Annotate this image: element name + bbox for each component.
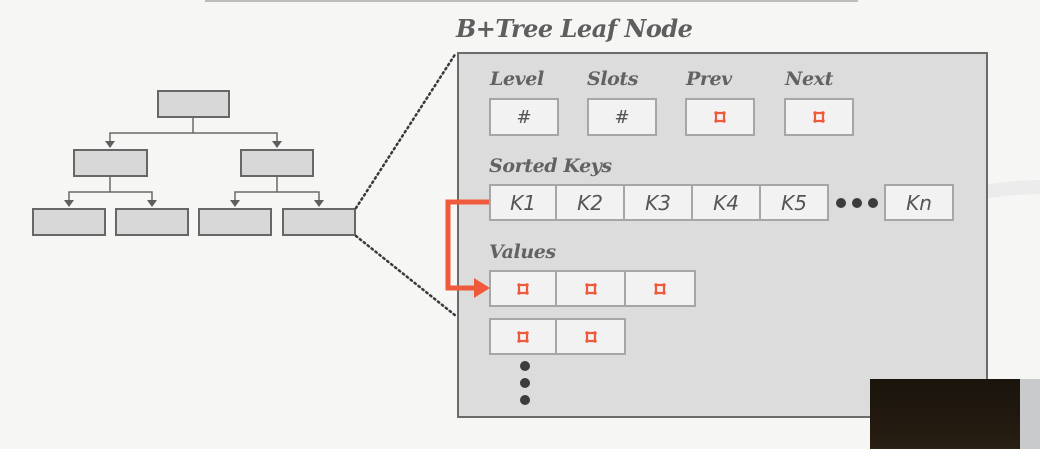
sorted-keys-label: Sorted Keys (489, 155, 612, 177)
prev-cell (685, 98, 755, 136)
level-cell: # (489, 98, 559, 136)
tree-inner-node-right (240, 149, 314, 177)
slots-value: # (614, 106, 630, 128)
arrowhead-icon (105, 141, 115, 148)
key-label: K3 (645, 190, 671, 215)
pointer-icon (584, 282, 597, 295)
ellipsis-dot (868, 198, 878, 208)
key-label: K4 (713, 190, 739, 215)
tree-edge (234, 177, 278, 206)
tree-inner-node-left (73, 149, 148, 177)
arrowhead-icon (314, 200, 324, 207)
arrowhead-icon (272, 141, 282, 148)
zoom-line-top (354, 51, 458, 210)
value-cell (624, 270, 696, 307)
values-label: Values (489, 241, 556, 263)
value-cell (489, 318, 557, 355)
tree-root-node (157, 90, 230, 118)
key-cell: K3 (623, 184, 693, 221)
last-key-cell: Kn (884, 184, 954, 221)
key-cell: K1 (489, 184, 557, 221)
pointer-icon (517, 330, 529, 343)
tree-leaf-node-2 (115, 208, 189, 236)
tree-edges (64, 118, 324, 207)
slots-cell: # (587, 98, 657, 136)
pointer-icon (654, 282, 666, 295)
arrowhead-icon (64, 200, 74, 207)
ellipsis-dot (520, 361, 530, 371)
key-label: Kn (906, 190, 932, 215)
ellipsis-dot (852, 198, 862, 208)
key-label: K1 (510, 190, 536, 215)
webcam-edge (1020, 379, 1040, 449)
tree-leaf-node-1 (32, 208, 106, 236)
tree-edge (193, 132, 278, 147)
arrowhead-icon (474, 278, 490, 298)
ellipsis-dot (520, 378, 530, 388)
value-cell (555, 270, 626, 307)
ellipsis-dot (520, 395, 530, 405)
slide-top-rule (205, 0, 858, 2)
tree-edge (109, 118, 194, 147)
pointer-icon (584, 330, 597, 343)
pointer-icon (517, 282, 529, 295)
next-label: Next (785, 68, 833, 90)
value-cell (555, 318, 626, 355)
key-label: K5 (781, 190, 807, 215)
pointer-icon (714, 111, 726, 123)
pointer-icon (813, 111, 825, 123)
next-cell (784, 98, 854, 136)
tree-leaf-node-4 (282, 208, 356, 236)
tree-leaf-node-3 (198, 208, 272, 236)
webcam-feed (870, 379, 1020, 449)
arrowhead-icon (230, 200, 240, 207)
zoom-line-bottom (354, 234, 458, 318)
tree-edge (68, 177, 111, 206)
prev-label: Prev (686, 68, 732, 90)
key-cell: K5 (759, 184, 829, 221)
key-label: K2 (577, 190, 603, 215)
level-label: Level (490, 68, 544, 90)
arrowhead-icon (147, 200, 157, 207)
tree-edge (110, 191, 153, 206)
tree-edge (277, 191, 320, 206)
slots-label: Slots (587, 68, 639, 90)
key-cell: K2 (555, 184, 625, 221)
keys-to-values-arrow (445, 199, 490, 298)
level-value: # (516, 106, 532, 128)
ellipsis-dot (836, 198, 846, 208)
value-cell (489, 270, 557, 307)
slide-title: B+Tree Leaf Node (456, 14, 693, 43)
arrow-path (445, 199, 489, 291)
zoom-lines (354, 51, 458, 318)
